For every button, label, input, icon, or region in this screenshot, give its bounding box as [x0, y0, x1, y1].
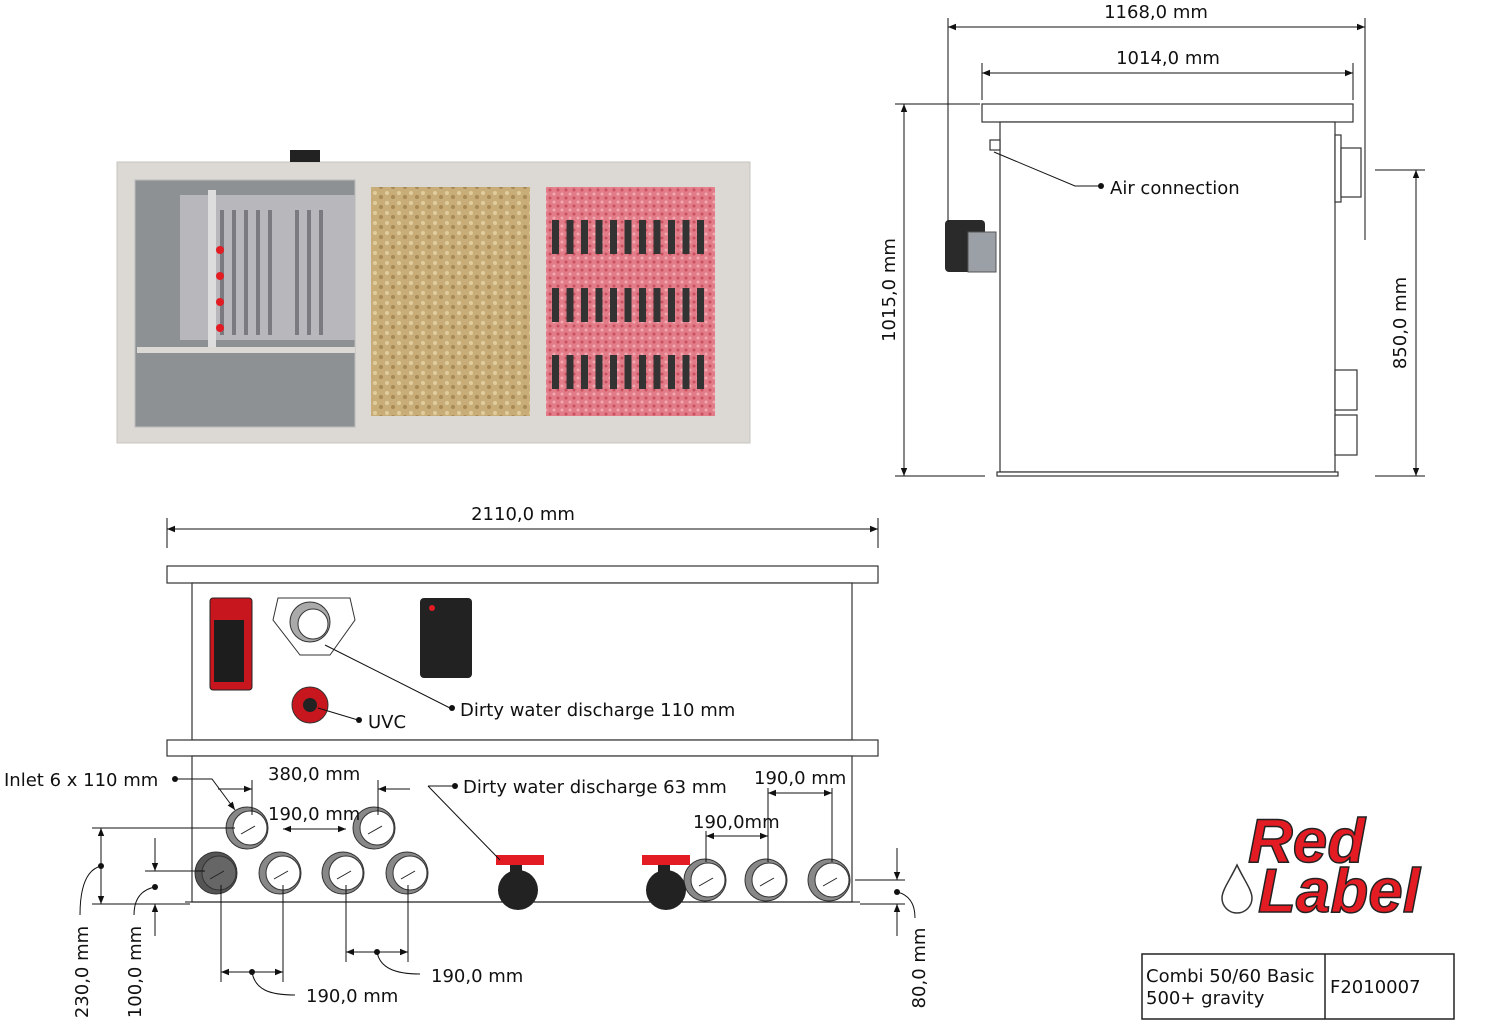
dim-total-length: 2110,0 mm — [471, 504, 575, 525]
filter-slot — [639, 220, 646, 254]
filter-slot — [581, 288, 588, 322]
uvc-icon — [291, 686, 329, 724]
product-code: F2010007 — [1330, 977, 1421, 998]
pipe-icon — [225, 806, 269, 850]
dim-190-bottom-mid: 190,0 mm — [431, 966, 523, 987]
valve-icon — [642, 855, 690, 910]
pipe-icon — [258, 851, 302, 895]
filter-slot — [697, 288, 704, 322]
filter-slot — [595, 288, 603, 322]
dim-body-height: 850,0 mm — [1390, 277, 1411, 369]
dim-100: 100,0 mm — [125, 926, 146, 1018]
filter-slot — [639, 288, 646, 322]
filter-slot — [581, 220, 588, 254]
filter-slot — [610, 220, 617, 254]
filter-slot — [566, 355, 574, 389]
side-view: 1168,0 mm 1014,0 mm 1015,0 mm 850,0 mm A… — [879, 2, 1425, 477]
filter-slot — [595, 355, 603, 389]
pipe-icon — [194, 851, 238, 895]
dim-230: 230,0 mm — [72, 926, 93, 1018]
pump-icon — [945, 220, 997, 273]
dirty-water-63-label: Dirty water discharge 63 mm — [463, 777, 727, 798]
inlet-pipes — [194, 806, 851, 902]
filter-slot — [566, 220, 574, 254]
dim-190-right: 190,0mm — [693, 812, 780, 833]
red-label-logo: Red Label — [1221, 806, 1422, 927]
filter-slot — [653, 288, 661, 322]
dirty-water-110-label: Dirty water discharge 110 mm — [460, 700, 735, 721]
title-block: Combi 50/60 Basic 500+ gravity F2010007 — [1141, 953, 1455, 1020]
filter-slot — [668, 288, 675, 322]
filter-slot — [639, 355, 646, 389]
filter-slot — [668, 220, 675, 254]
filter-slot — [610, 355, 617, 389]
controller-icon — [209, 597, 253, 691]
filter-slot — [697, 220, 704, 254]
filter-slot — [595, 220, 603, 254]
filter-slot — [668, 355, 675, 389]
front-view: 2110,0 mm Dirty water discharge 110 mm U… — [4, 504, 930, 1018]
inlet-label: Inlet 6 x 110 mm — [4, 770, 158, 791]
dim-overall-width: 1168,0 mm — [1104, 2, 1208, 23]
filter-slot — [653, 355, 661, 389]
pipe-icon — [352, 806, 396, 850]
dim-overall-height: 1015,0 mm — [879, 238, 900, 342]
filter-slot — [566, 288, 574, 322]
product-name-line1: Combi 50/60 Basic — [1146, 966, 1315, 987]
filter-slot — [624, 355, 632, 389]
pipe-icon — [321, 851, 365, 895]
product-name-line2: 500+ gravity — [1146, 988, 1265, 1009]
air-connection-label: Air connection — [1110, 178, 1240, 199]
valve-icon — [496, 855, 544, 910]
dim-380: 380,0 mm — [268, 764, 360, 785]
svg-text:Label: Label — [1258, 857, 1422, 926]
svg-text:Red: Red — [1248, 807, 1366, 876]
top-view-render — [116, 150, 751, 444]
dim-190-top: 190,0 mm — [268, 804, 360, 825]
dim-190-bottom-left: 190,0 mm — [306, 986, 398, 1007]
filter-slot — [581, 355, 588, 389]
filter-slot — [682, 288, 690, 322]
filter-slot — [552, 355, 559, 389]
filter-slot — [697, 355, 704, 389]
filter-slot — [624, 288, 632, 322]
filter-slot — [624, 220, 632, 254]
dim-190-right-top: 190,0 mm — [754, 768, 846, 789]
drop-icon — [1221, 863, 1253, 914]
filter-slot — [610, 288, 617, 322]
pipe-icon — [807, 858, 851, 902]
filter-slot — [552, 288, 559, 322]
filter-slot — [552, 220, 559, 254]
dim-80: 80,0 mm — [909, 928, 930, 1009]
filter-slot — [682, 355, 690, 389]
pipe-icon — [683, 858, 727, 902]
pipe-icon — [385, 851, 429, 895]
air-pump-icon — [420, 598, 472, 678]
dim-inner-width: 1014,0 mm — [1116, 48, 1220, 69]
filter-slot — [682, 220, 690, 254]
uvc-label: UVC — [368, 712, 406, 733]
discharge-flange-icon — [272, 597, 356, 656]
filter-slot — [653, 220, 661, 254]
pipe-icon — [744, 858, 788, 902]
